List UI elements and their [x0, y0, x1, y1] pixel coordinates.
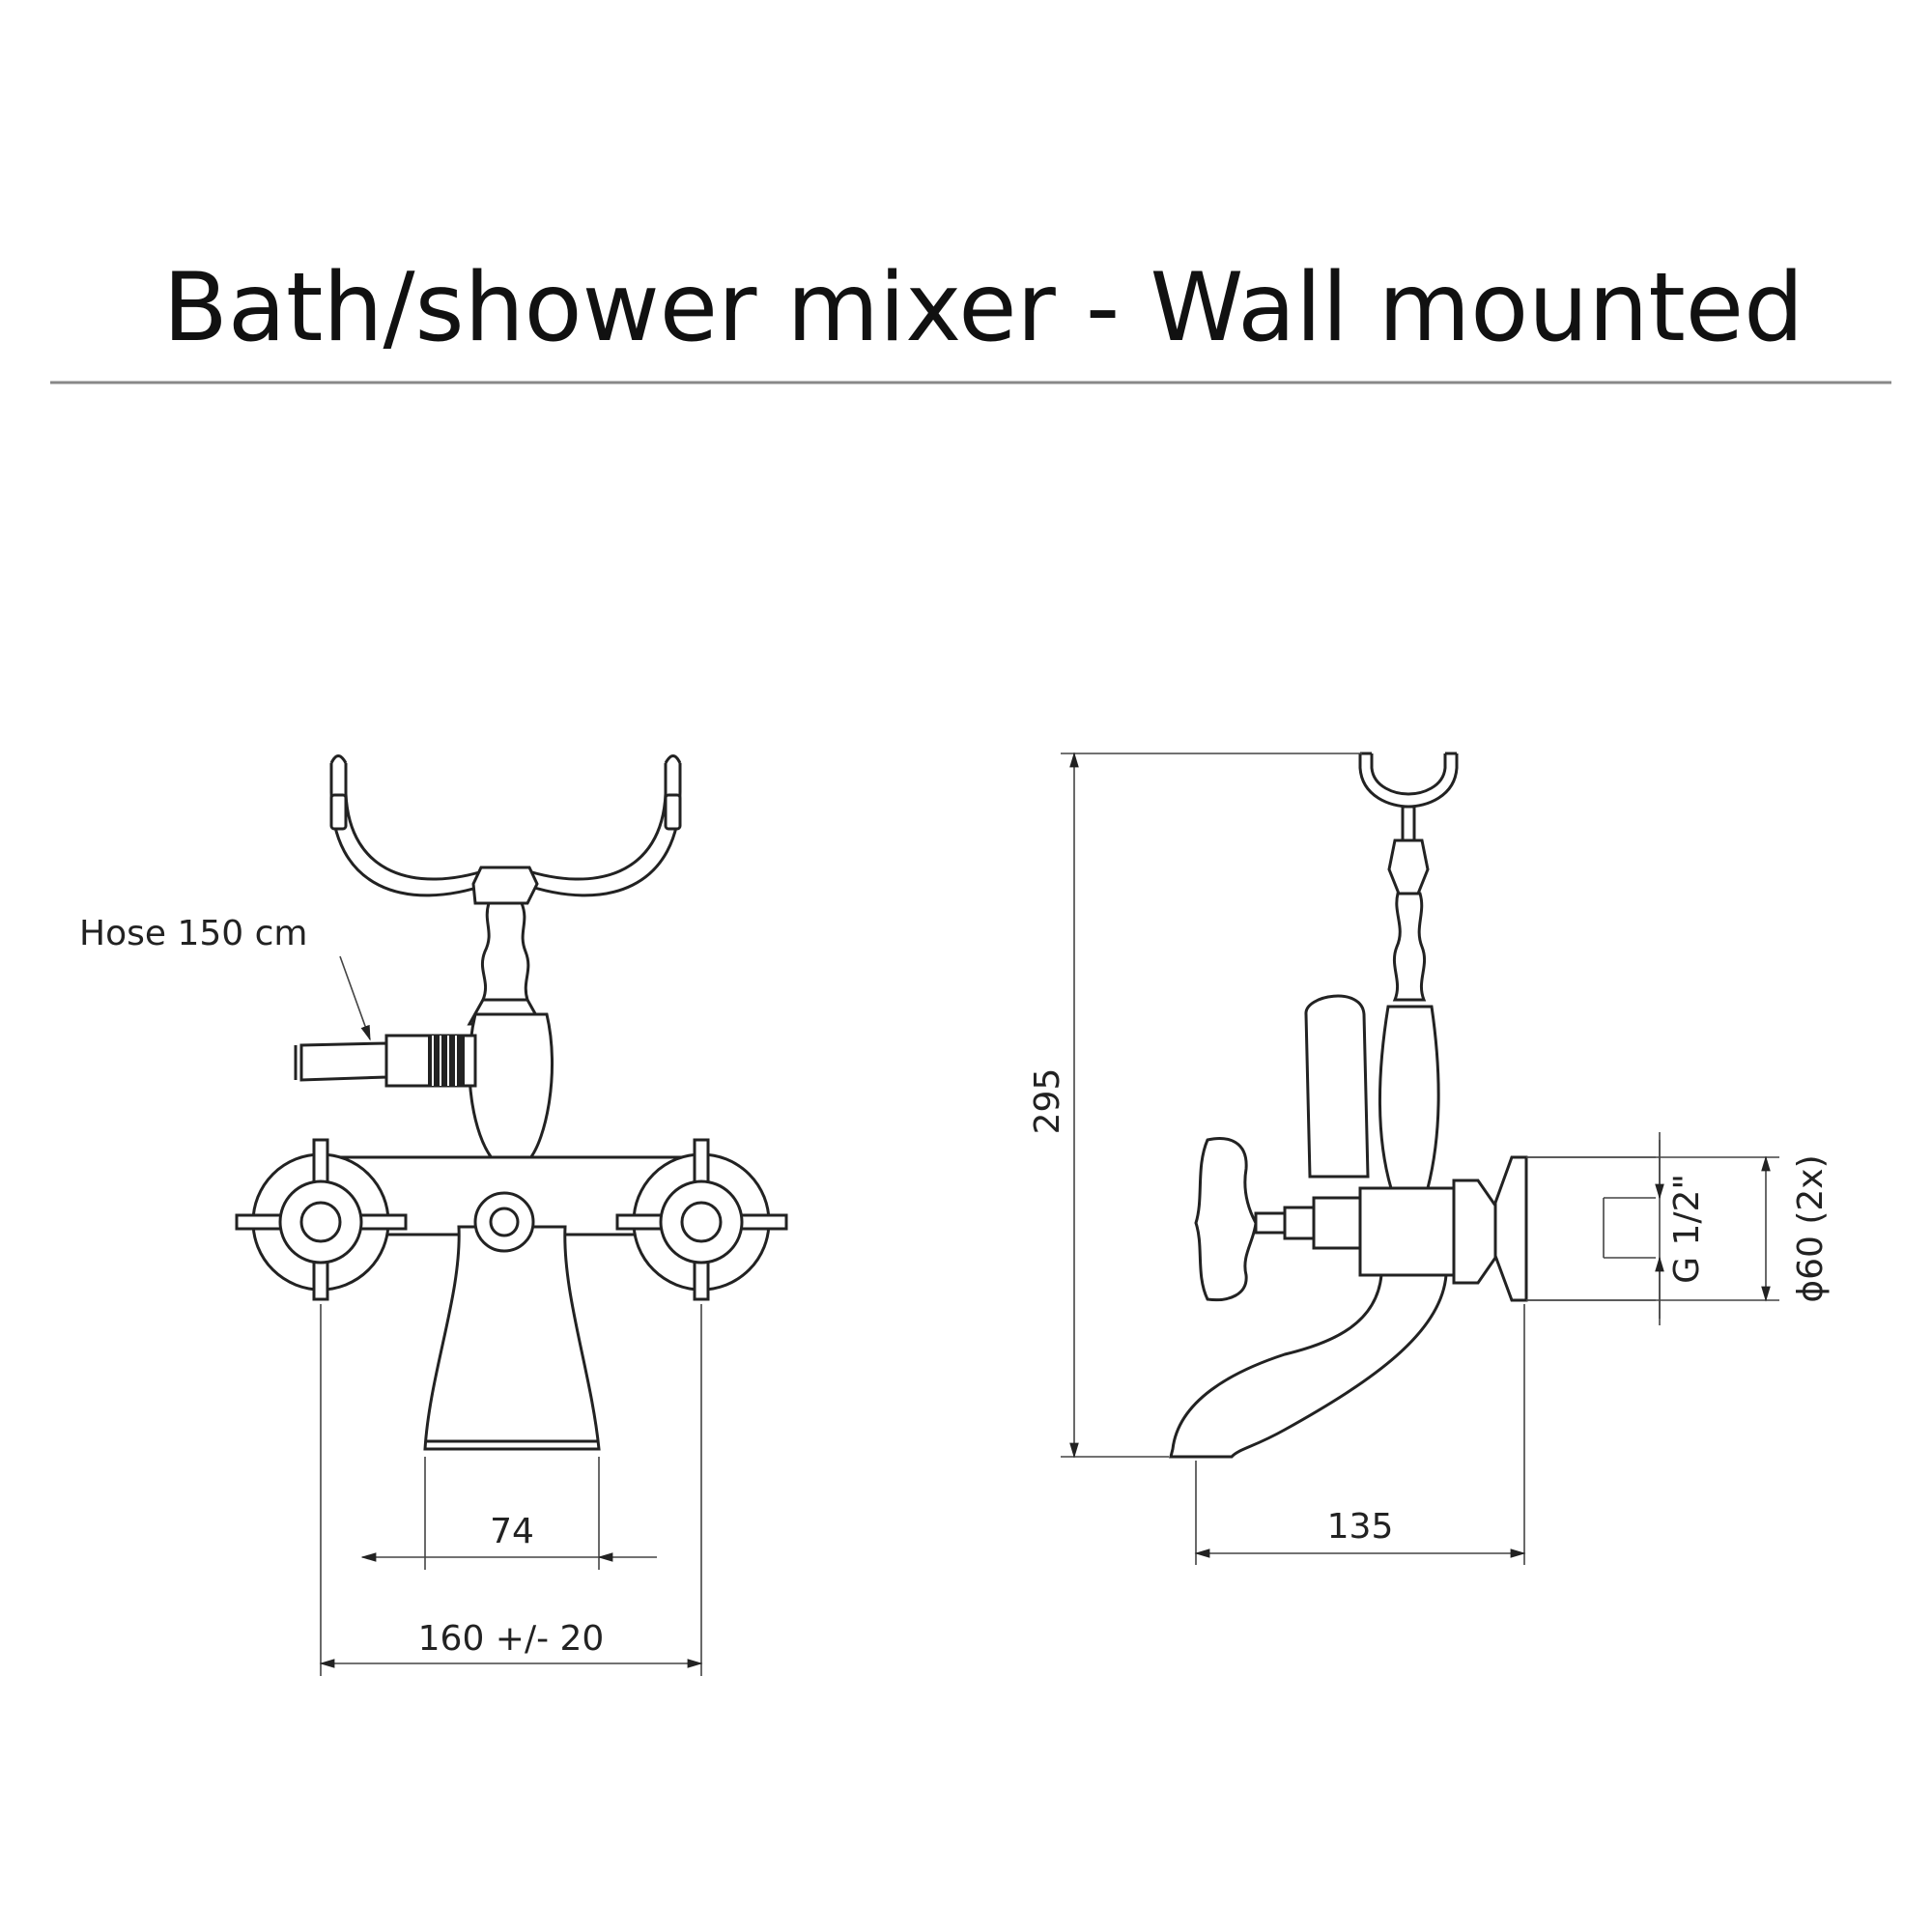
center-nut: [473, 1191, 535, 1253]
dim-height-label: 295: [1028, 1068, 1067, 1135]
dim-flange-label: ϕ60 (2x): [1791, 1154, 1831, 1302]
spout-side: [1169, 1273, 1448, 1459]
right-cross-handle: [615, 1138, 788, 1301]
page-title: Bath/shower mixer - Wall mounted: [163, 253, 1804, 363]
dim-projection: 135: [1194, 1304, 1526, 1565]
dim-spout-width: 74: [360, 1457, 657, 1570]
dim-projection-label: 135: [1327, 1507, 1394, 1547]
diverter-lever: [468, 1012, 554, 1161]
shower-cradle: [329, 754, 682, 897]
spout: [423, 1225, 601, 1451]
dim-height: 295: [1028, 752, 1362, 1459]
dim-flange: ϕ60 (2x): [1526, 1154, 1831, 1303]
dim-center-distance: 160 +/- 20: [319, 1304, 703, 1676]
cross-handle-side: [1194, 1137, 1362, 1302]
front-view: Hose 150 cm: [79, 754, 788, 1676]
dim-thread-label: G 1/2": [1667, 1174, 1707, 1284]
hose-label: Hose 150 cm: [79, 914, 307, 953]
union-nut: [1452, 1179, 1497, 1285]
diverter-body-side: [1378, 1005, 1440, 1190]
mixer-body-side: [1358, 1186, 1461, 1277]
dim-center-distance-label: 160 +/- 20: [418, 1619, 605, 1659]
hose-connection: [294, 1034, 477, 1088]
hose-leader-line: [339, 955, 371, 1041]
dim-thread: G 1/2": [1655, 1132, 1707, 1325]
lever-handle-side: [1304, 994, 1370, 1179]
side-view: 295 135 G 1/2" ϕ60 (2x): [1028, 752, 1831, 1565]
shower-cradle-side: [1358, 752, 1459, 1002]
left-cross-handle: [235, 1138, 408, 1301]
mixer-column: [467, 866, 544, 1026]
thread-outline: [1526, 1156, 1656, 1301]
wall-flange: [1493, 1155, 1528, 1302]
dim-spout-width-label: 74: [490, 1512, 534, 1551]
